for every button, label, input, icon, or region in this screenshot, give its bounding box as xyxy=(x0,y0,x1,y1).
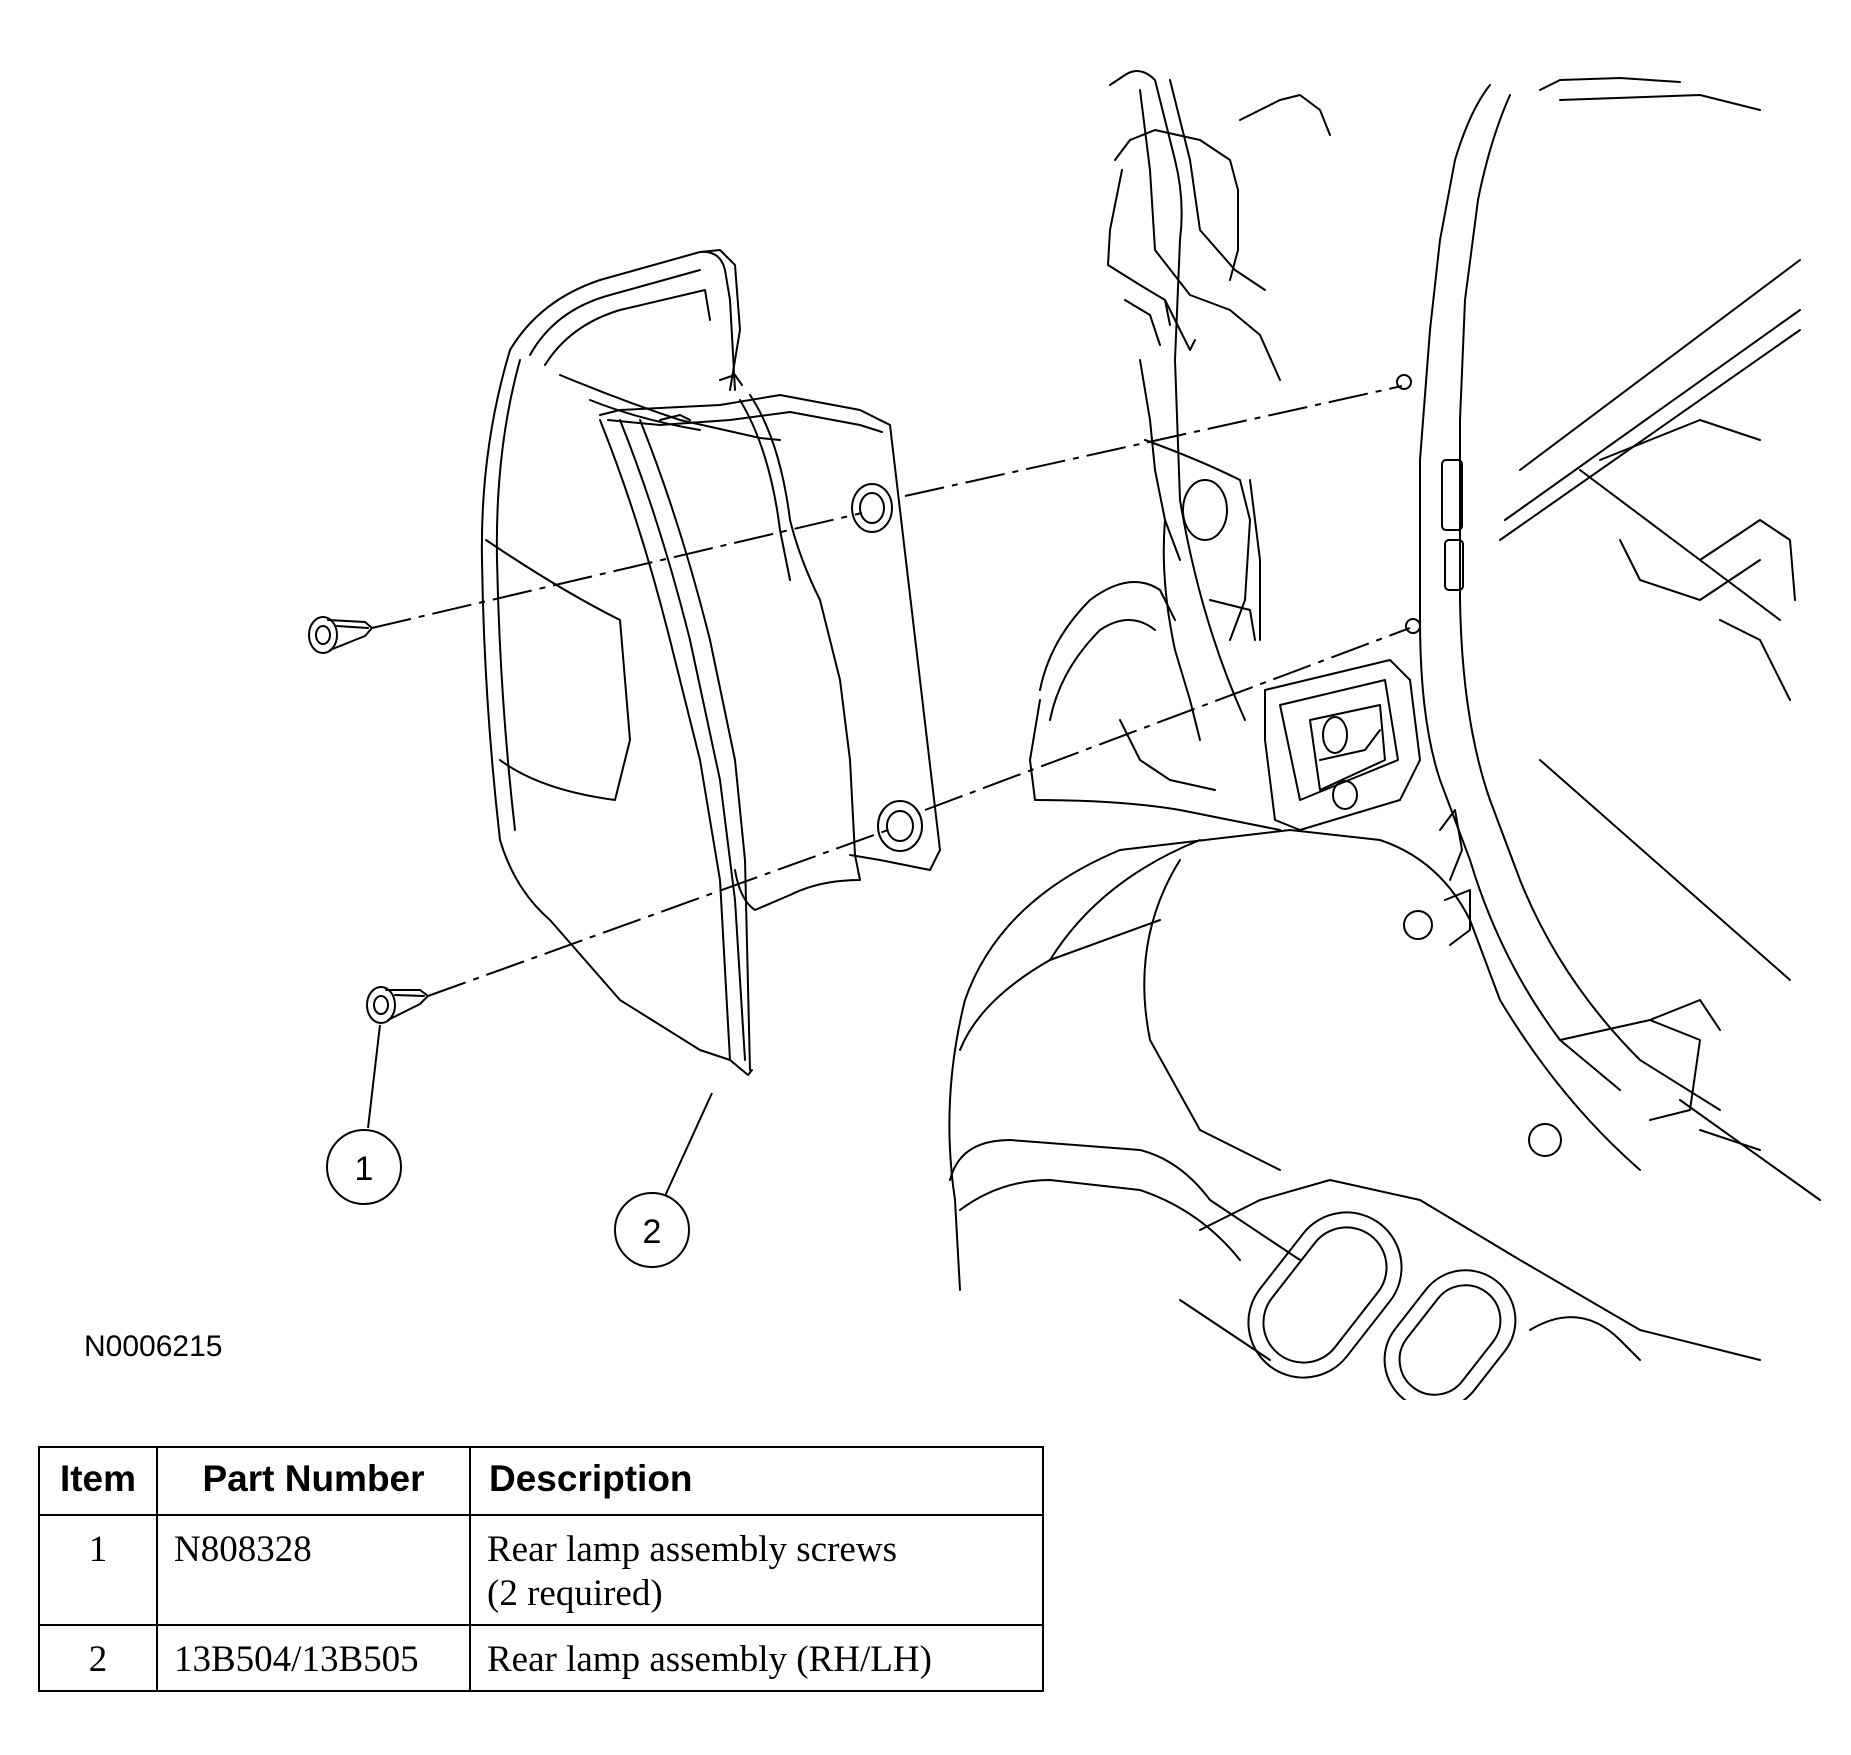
rear-lamp-assembly-drawing xyxy=(480,249,941,1076)
header-item: Item xyxy=(38,1446,158,1516)
cell-item: 1 xyxy=(38,1514,158,1626)
cell-item: 2 xyxy=(38,1624,158,1692)
table-header-row: Item Part Number Description xyxy=(38,1446,1044,1516)
table-row: 2 13B504/13B505 Rear lamp assembly (RH/L… xyxy=(38,1624,1044,1692)
cell-description: Rear lamp assembly (RH/LH) xyxy=(469,1624,1044,1692)
screw-upper-drawing xyxy=(308,616,373,654)
alignment-lines xyxy=(371,385,1411,997)
callout-2-label: 2 xyxy=(643,1213,662,1251)
callout-1-circle xyxy=(326,1129,402,1205)
screw-lower-drawing xyxy=(366,986,429,1024)
header-part-number: Part Number xyxy=(156,1446,471,1516)
vehicle-body-drawing xyxy=(948,70,1821,1400)
cell-part-number: 13B504/13B505 xyxy=(156,1624,471,1692)
table-row: 1 N808328 Rear lamp assembly screws (2 r… xyxy=(38,1514,1044,1626)
cell-description: Rear lamp assembly screws (2 required) xyxy=(469,1514,1044,1626)
description-line: Rear lamp assembly (RH/LH) xyxy=(487,1639,932,1680)
description-line: (2 required) xyxy=(487,1573,663,1614)
cell-part-number: N808328 xyxy=(156,1514,471,1626)
parts-table: Item Part Number Description 1 N808328 R… xyxy=(38,1446,1044,1692)
callout-2-leader xyxy=(664,1092,713,1197)
callout-1-leader xyxy=(367,1024,381,1129)
header-description: Description xyxy=(469,1446,1044,1516)
callout-2-circle xyxy=(614,1192,690,1268)
description-line: Rear lamp assembly screws xyxy=(487,1529,897,1570)
exploded-view-illustration: 1 2 xyxy=(308,70,1821,1400)
callout-1-label: 1 xyxy=(355,1150,374,1188)
diagram-id: N0006215 xyxy=(84,1330,223,1363)
